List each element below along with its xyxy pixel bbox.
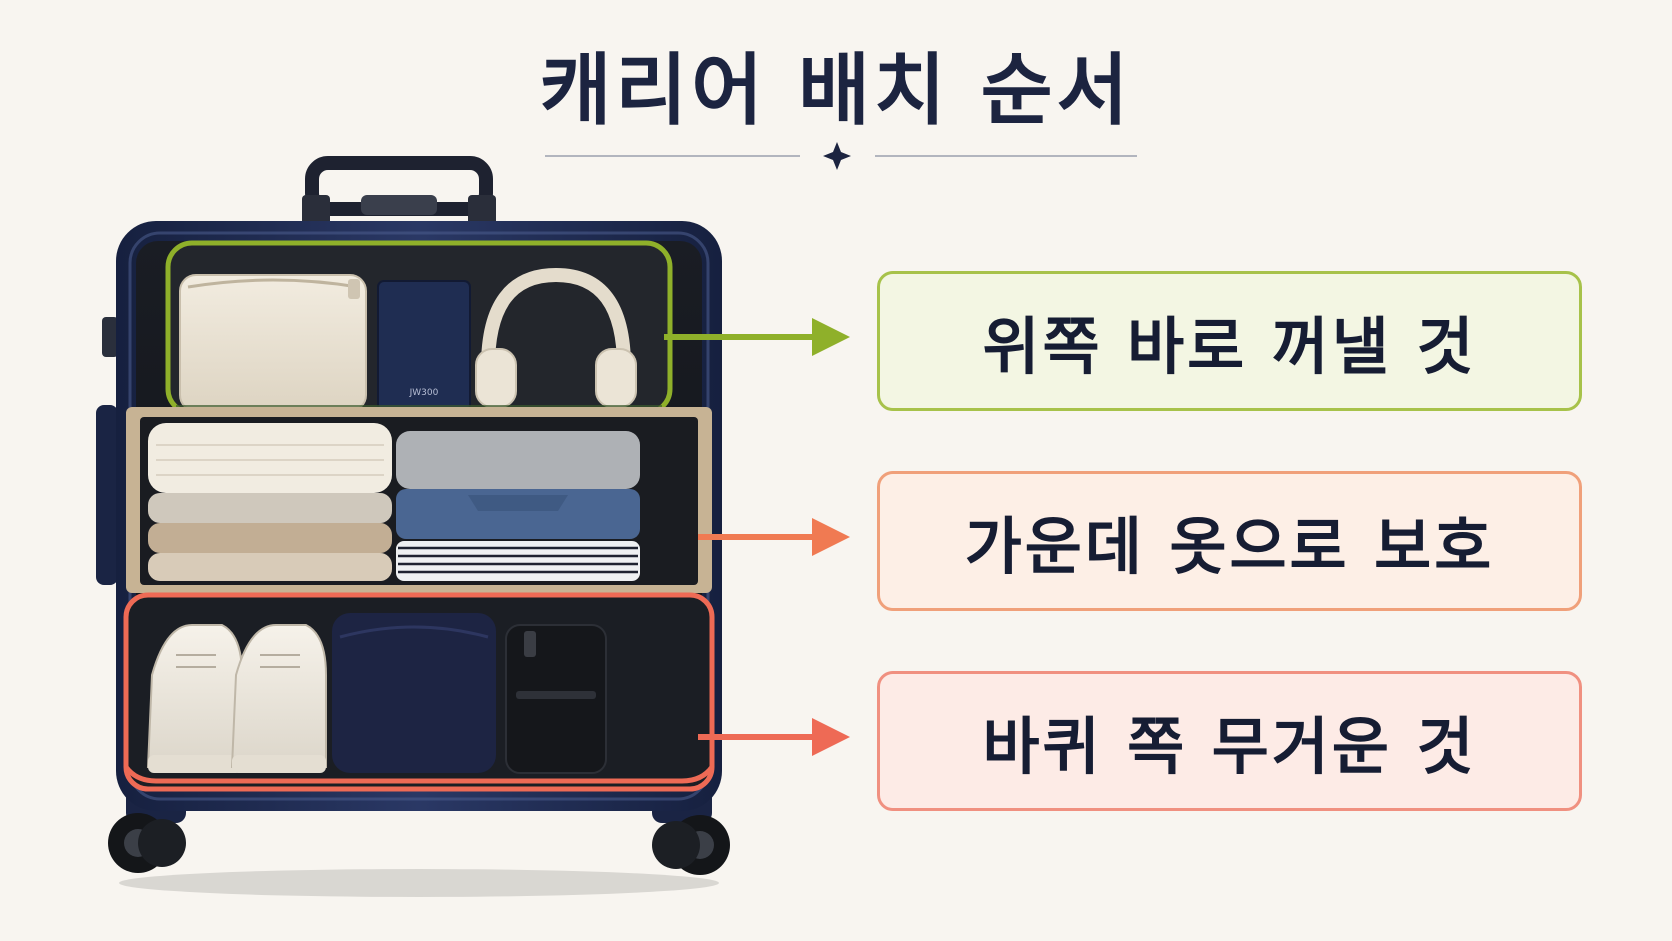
title-divider xyxy=(545,142,1137,170)
folded-sweaters xyxy=(148,423,392,581)
black-pouch xyxy=(505,624,607,774)
label-box-middle: 가운데 옷으로 보호 xyxy=(877,471,1582,611)
navy-book: JW300 xyxy=(377,280,471,412)
label-box-top: 위쪽 바로 꺼낼 것 xyxy=(877,271,1582,411)
arrow-top xyxy=(664,318,850,356)
label-top-text: 위쪽 바로 꺼낼 것 xyxy=(982,310,1477,383)
ground-shadow xyxy=(119,869,719,897)
svg-text:JW300: JW300 xyxy=(409,388,439,398)
sparkle-icon xyxy=(823,142,851,170)
page-title: 캐리어 배치 순서 xyxy=(539,45,1133,136)
tsa-lock xyxy=(102,317,118,357)
toiletry-pouch xyxy=(179,274,367,412)
label-box-bottom: 바퀴 쪽 무거운 것 xyxy=(877,671,1582,811)
sneakers xyxy=(146,624,327,773)
side-handle xyxy=(96,405,118,585)
handle xyxy=(302,156,496,225)
label-middle-text: 가운데 옷으로 보호 xyxy=(964,510,1495,583)
headphones-icon xyxy=(475,267,637,408)
folded-clothes xyxy=(396,431,640,581)
arrow-middle xyxy=(698,518,850,556)
navy-bag xyxy=(332,613,496,773)
label-bottom-text: 바퀴 쪽 무거운 것 xyxy=(982,710,1477,783)
arrow-bottom xyxy=(698,718,850,756)
suitcase-illustration: JW300 xyxy=(96,156,730,897)
